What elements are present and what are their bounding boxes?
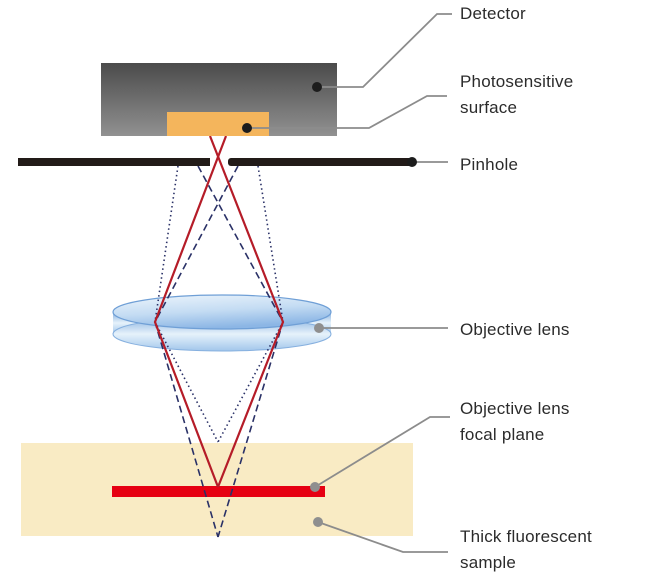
in-focus-ray-right (208, 135, 285, 488)
callout-dot-focal-plane (310, 482, 320, 492)
pinhole-bar-left (18, 158, 210, 166)
objective-lens-focal-plane-bar (112, 486, 325, 497)
label-sample: Thick fluorescent sample (460, 527, 592, 572)
pinhole-bar-right (228, 158, 415, 166)
callout-dot-sample (313, 517, 323, 527)
label-pinhole: Pinhole (460, 155, 519, 174)
in-focus-ray-left (153, 135, 228, 488)
callout-dot-pinhole (407, 157, 417, 167)
callout-photosensitive-surface (242, 95, 447, 133)
label-photosensitive-surface: Photosensitive surface (460, 72, 574, 117)
photosensitive-surface-rect (167, 112, 269, 136)
callout-dot-objective-lens (314, 323, 324, 333)
callout-dot-detector (312, 82, 322, 92)
callout-detector (312, 13, 452, 92)
label-objective-lens: Objective lens (460, 320, 570, 339)
callout-focal-plane (310, 416, 450, 492)
callout-pinhole (407, 157, 448, 167)
callout-dot-photosensitive (242, 123, 252, 133)
label-detector: Detector (460, 4, 526, 23)
lens-top-face (112, 294, 332, 330)
callout-objective-lens (314, 323, 448, 333)
pinhole-plate (18, 158, 415, 166)
callout-sample (313, 517, 448, 553)
objective-lens (112, 294, 332, 352)
label-focal-plane: Objective lens focal plane (460, 399, 570, 444)
